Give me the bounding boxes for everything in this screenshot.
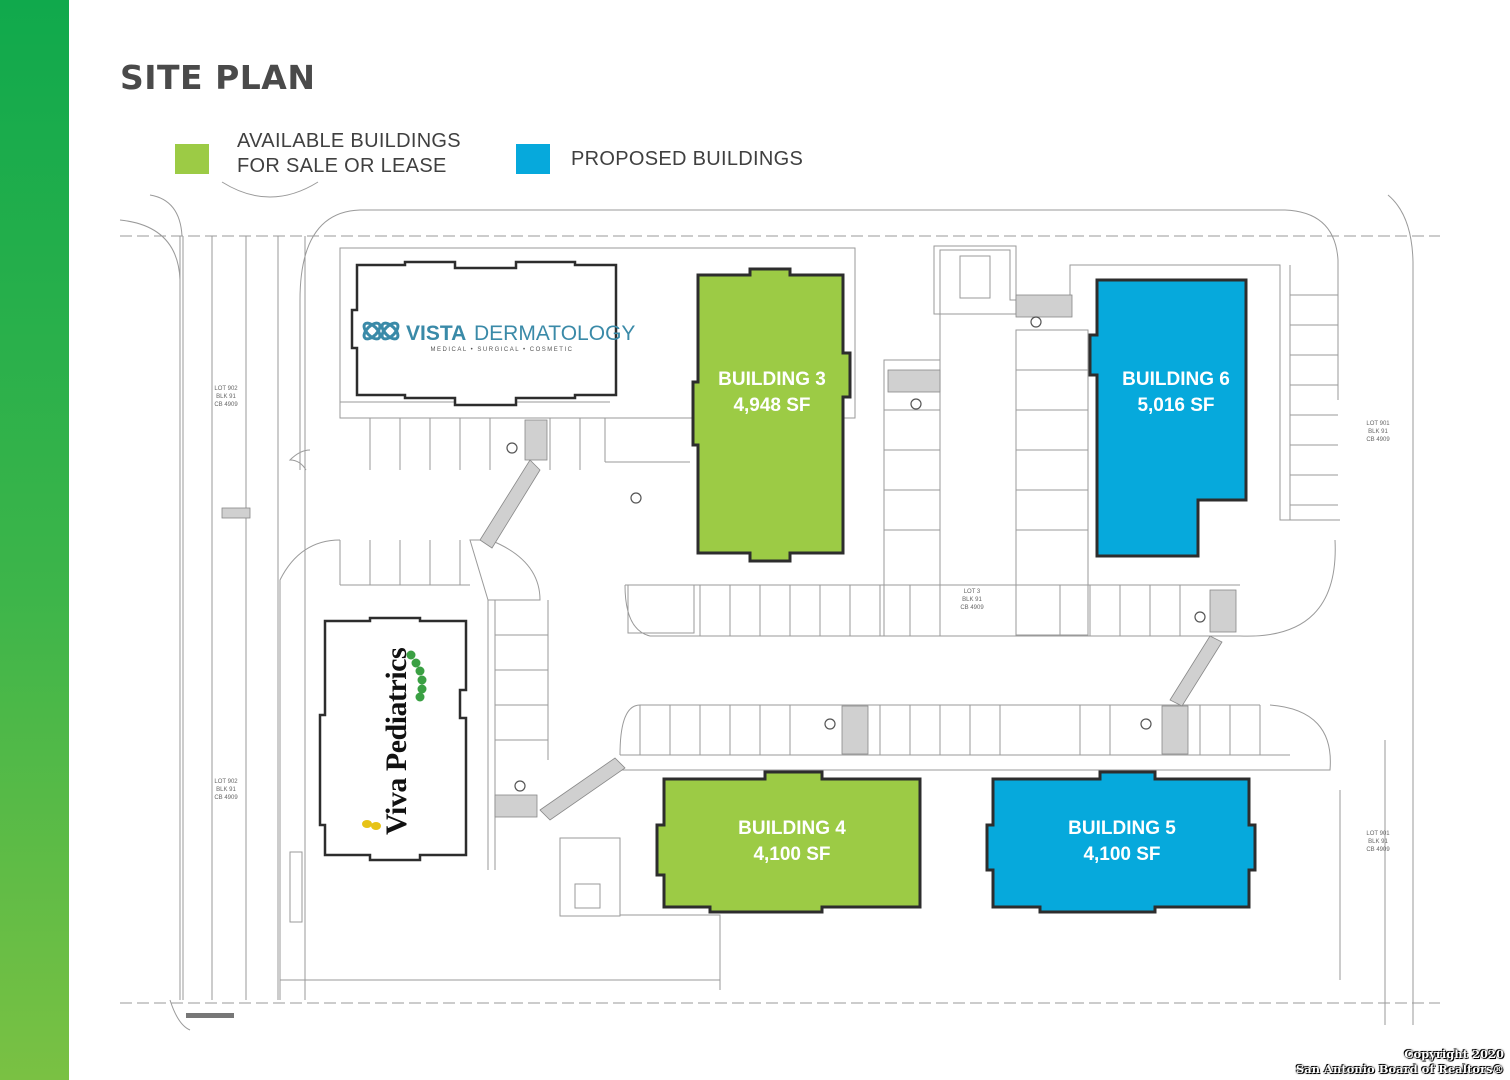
legend-swatch-proposed [516,144,550,174]
lot-901-top-line-1: LOT 901 [1366,421,1390,427]
building-3-name: BUILDING 3 [718,369,826,390]
building-5-size: 4,100 SF [1083,844,1160,865]
vista-word-text: DERMATOLOGY [474,322,635,345]
vista-brand-text: VISTA [406,322,466,345]
lot-902-bottom-line-3: CB 4909 [214,795,238,801]
scale-bar [186,1013,234,1018]
building-4 [655,770,922,914]
crosswalks [221,294,1237,821]
lot-3-line-3: CB 4909 [960,605,984,611]
building-3 [691,267,852,563]
lot-label-902-top: LOT 902 BLK 91 CB 4909 [214,386,238,408]
lot-901-bottom-line-1: LOT 901 [1366,831,1390,837]
lot-901-bottom-line-3: CB 4909 [1366,847,1390,853]
butterfly-icon [362,820,381,830]
building-6 [1088,278,1248,558]
lot-902-bottom-line-2: BLK 91 [216,787,236,793]
legend-swatch-available [175,144,209,174]
copyright-line-2: San Antonio Board of Realtors® [1295,1062,1504,1076]
lot-label-902-bottom: LOT 902 BLK 91 CB 4909 [214,779,238,801]
lot-902-top-line-2: BLK 91 [216,394,236,400]
lot-902-top-line-3: CB 4909 [214,402,238,408]
building-4-size: 4,100 SF [753,844,830,865]
lot-902-top-line-1: LOT 902 [214,386,238,392]
viva-pediatrics-text: Viva Pediatrics [380,648,413,835]
vista-tagline-text: MEDICAL • SURGICAL • COSMETIC [431,347,574,353]
caterpillar-icon [406,650,427,702]
legend-label-proposed: PROPOSED BUILDINGS [571,148,804,170]
vista-dermatology-logo: VISTA DERMATOLOGY MEDICAL • SURGICAL • C… [362,321,635,353]
lot-901-top-line-3: CB 4909 [1366,437,1390,443]
lot-901-bottom-line-2: BLK 91 [1368,839,1388,845]
building-5-name: BUILDING 5 [1068,818,1176,839]
vista-dermatology-building [350,260,618,407]
lot-label-901-bottom: LOT 901 BLK 91 CB 4909 [1366,831,1390,853]
accessible-parking-icons [506,316,1206,792]
lot-label-901-top: LOT 901 BLK 91 CB 4909 [1366,421,1390,443]
green-side-bar [0,0,69,1080]
lot-label-3-center: LOT 3 BLK 91 CB 4909 [960,589,984,611]
lot-3-line-2: BLK 91 [962,597,982,603]
page-title: SITE PLAN [120,58,316,97]
building-5 [985,770,1257,914]
copyright-line-1: Copyright 2020 [1404,1047,1504,1061]
building-6-name: BUILDING 6 [1122,369,1230,390]
viva-pediatrics-logo: Viva Pediatrics [362,648,427,835]
legend-label-available: AVAILABLE BUILDINGS FOR SALE OR LEASE [237,129,461,179]
site-linework [119,181,1440,1031]
legend-available-line-1: AVAILABLE BUILDINGS [237,130,461,152]
building-6-size: 5,016 SF [1137,395,1214,416]
lot-902-bottom-line-1: LOT 902 [214,779,238,785]
lot-901-top-line-2: BLK 91 [1368,429,1388,435]
viva-pediatrics-building [318,616,468,862]
copyright-notice: Copyright 2020 San Antonio Board of Real… [1296,1047,1504,1077]
building-3-size: 4,948 SF [733,395,810,416]
vista-flower-icon [362,321,400,341]
legend-available-line-2: FOR SALE OR LEASE [237,155,447,177]
lot-3-line-1: LOT 3 [964,589,981,595]
building-4-name: BUILDING 4 [738,818,846,839]
